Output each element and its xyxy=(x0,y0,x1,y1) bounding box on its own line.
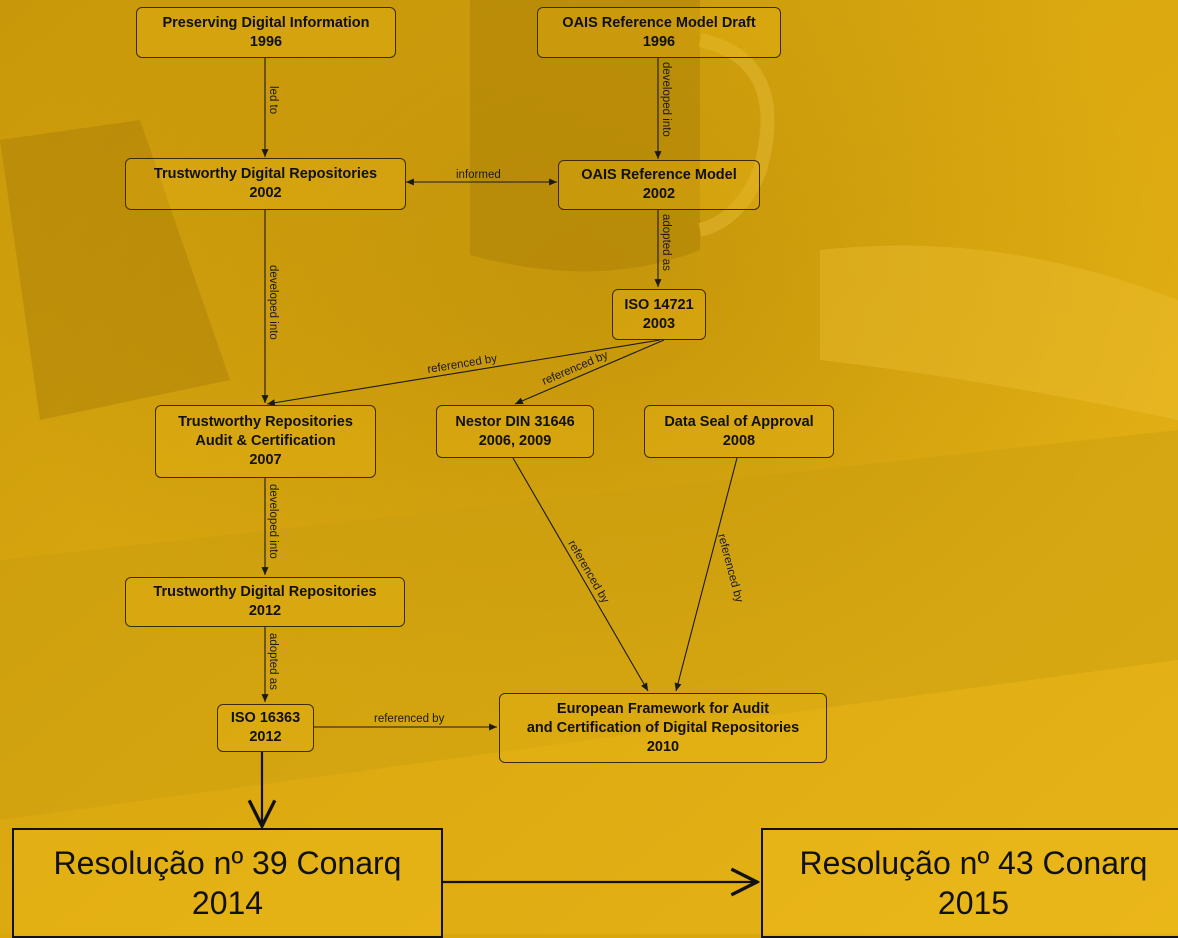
label-adopted-as-1: adopted as xyxy=(660,214,672,271)
node-trustworthy-digital-repositories-2002: Trustworthy Digital Repositories 2002 xyxy=(125,158,406,210)
label-developed-into-3: developed into xyxy=(267,484,279,559)
node-title: Resolução nº 43 Conarq xyxy=(799,845,1148,881)
label-developed-into-1: developed into xyxy=(267,265,279,340)
label-developed-into-2: developed into xyxy=(660,62,672,137)
label-referenced-by-3: referenced by xyxy=(565,539,611,606)
node-year: 2002 xyxy=(249,185,282,201)
edge-referenced-by-trac xyxy=(266,339,661,407)
node-title: Trustworthy Repositories xyxy=(178,414,353,430)
node-year: 2008 xyxy=(722,432,756,449)
node-title: Nestor DIN 31646 xyxy=(455,413,575,430)
node-year: 2002 xyxy=(642,186,676,202)
label-referenced-by-5: referenced by xyxy=(374,713,445,725)
node-title: OAIS Reference Model xyxy=(581,167,737,183)
node-oais-reference-model-2002: OAIS Reference Model 2002 xyxy=(558,160,760,210)
node-trustworthy-repositories-audit-certification: Trustworthy Repositories Audit & Certifi… xyxy=(155,405,376,478)
node-title: Data Seal of Approval xyxy=(664,413,814,430)
label-referenced-by-2: referenced by xyxy=(540,349,610,388)
node-title: Trustworthy Digital Repositories xyxy=(153,166,378,182)
node-year: 2010 xyxy=(646,738,680,755)
node-iso-14721: ISO 14721 2003 xyxy=(612,289,706,340)
node-year: 2006, 2009 xyxy=(478,432,552,449)
node-title: Resolução nº 39 Conarq xyxy=(53,845,402,881)
node-subtitle: Audit & Certification xyxy=(195,433,336,449)
node-title: Trustworthy Digital Repositories xyxy=(153,584,377,600)
node-title: European Framework for Audit xyxy=(556,700,770,717)
node-iso-16363: ISO 16363 2012 xyxy=(217,704,314,752)
label-led-to: led to xyxy=(267,86,279,114)
node-trustworthy-digital-repositories-2012: Trustworthy Digital Repositories 2012 xyxy=(125,577,405,627)
node-year: 2014 xyxy=(191,885,264,921)
label-referenced-by-4: referenced by xyxy=(715,533,745,604)
node-year: 1996 xyxy=(642,33,676,50)
node-year: 2012 xyxy=(248,603,282,619)
edge-referenced-by-european-nestor xyxy=(512,457,649,692)
label-adopted-as-2: adopted as xyxy=(267,633,279,690)
node-data-seal-of-approval: Data Seal of Approval 2008 xyxy=(644,405,834,458)
node-resolucao-43-conarq: Resolução nº 43 Conarq 2015 xyxy=(761,828,1178,938)
node-title: OAIS Reference Model Draft xyxy=(562,14,756,31)
label-informed: informed xyxy=(456,169,501,181)
node-resolucao-39-conarq: Resolução nº 39 Conarq 2014 xyxy=(12,828,443,938)
node-year: 2007 xyxy=(249,452,282,468)
node-year: 1996 xyxy=(249,33,283,50)
node-title: ISO 14721 xyxy=(624,296,694,313)
node-title: Preserving Digital Information xyxy=(162,14,370,31)
node-nestor-din-31646: Nestor DIN 31646 2006, 2009 xyxy=(436,405,594,458)
node-year: 2015 xyxy=(937,885,1010,921)
node-year: 2012 xyxy=(249,729,282,745)
node-european-framework: European Framework for Audit and Certifi… xyxy=(499,693,827,763)
node-title: ISO 16363 xyxy=(230,710,301,726)
edge-referenced-by-nestor xyxy=(514,339,665,405)
node-oais-reference-model-draft: OAIS Reference Model Draft 1996 xyxy=(537,7,781,58)
node-preserving-digital-information: Preserving Digital Information 1996 xyxy=(136,7,396,58)
node-year: 2003 xyxy=(642,315,676,332)
node-subtitle: and Certification of Digital Repositorie… xyxy=(526,719,800,736)
edge-referenced-by-european-dsa xyxy=(674,457,738,692)
